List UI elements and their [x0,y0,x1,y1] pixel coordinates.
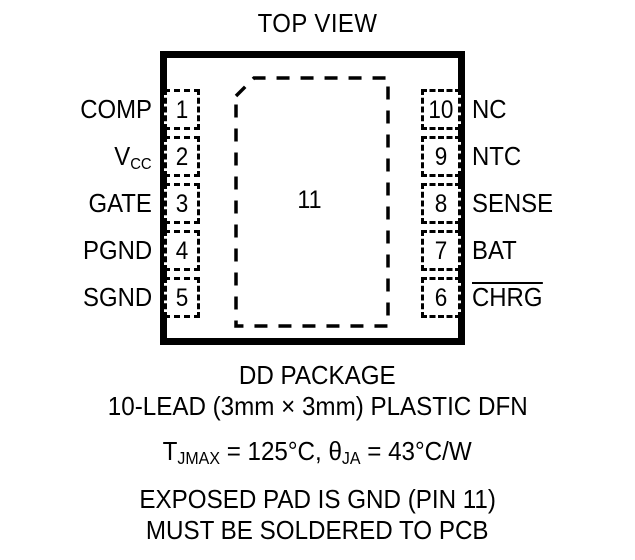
pin-label-pgnd: PGND [82,235,152,265]
pin-box-6: 6 [421,277,461,318]
pin-label-sgnd: SGND [82,282,152,312]
page-title: TOP VIEW [257,8,378,38]
caption-line-lead-count: 10-LEAD (3mm × 3mm) PLASTIC DFN [107,391,528,421]
caption-block: DD PACKAGE 10-LEAD (3mm × 3mm) PLASTIC D… [0,360,635,546]
pin-label-comp: COMP [80,94,152,124]
pin-box-2: 2 [164,136,200,177]
pin-label-nc: NC [472,94,507,124]
caption-line-solder: MUST BE SOLDERED TO PCB [146,515,489,545]
pin-box-10: 10 [421,89,461,130]
pin-box-9: 9 [421,136,461,177]
pin-label-vcc: VCC [114,141,152,174]
pin-box-4: 4 [164,230,200,271]
exposed-pad-number: 11 [297,186,322,214]
pin-box-3: 3 [164,183,200,224]
pin-label-ntc: NTC [472,141,522,171]
pin-label-bat: BAT [472,235,517,265]
pin-box-8: 8 [421,183,461,224]
pin-label-gate: GATE [88,188,152,218]
pin-box-5: 5 [164,277,200,318]
pin-box-1: 1 [164,89,200,130]
caption-line-package: DD PACKAGE [239,360,396,390]
pin-label-sense: SENSE [472,188,554,218]
pin-box-7: 7 [421,230,461,271]
pin-label-chrg: CHRG [472,282,543,312]
caption-line-exposed-pad: EXPOSED PAD IS GND (PIN 11) [139,484,496,514]
caption-line-thermal: TJMAX = 125°C, θJA = 43°C/W [162,436,473,469]
